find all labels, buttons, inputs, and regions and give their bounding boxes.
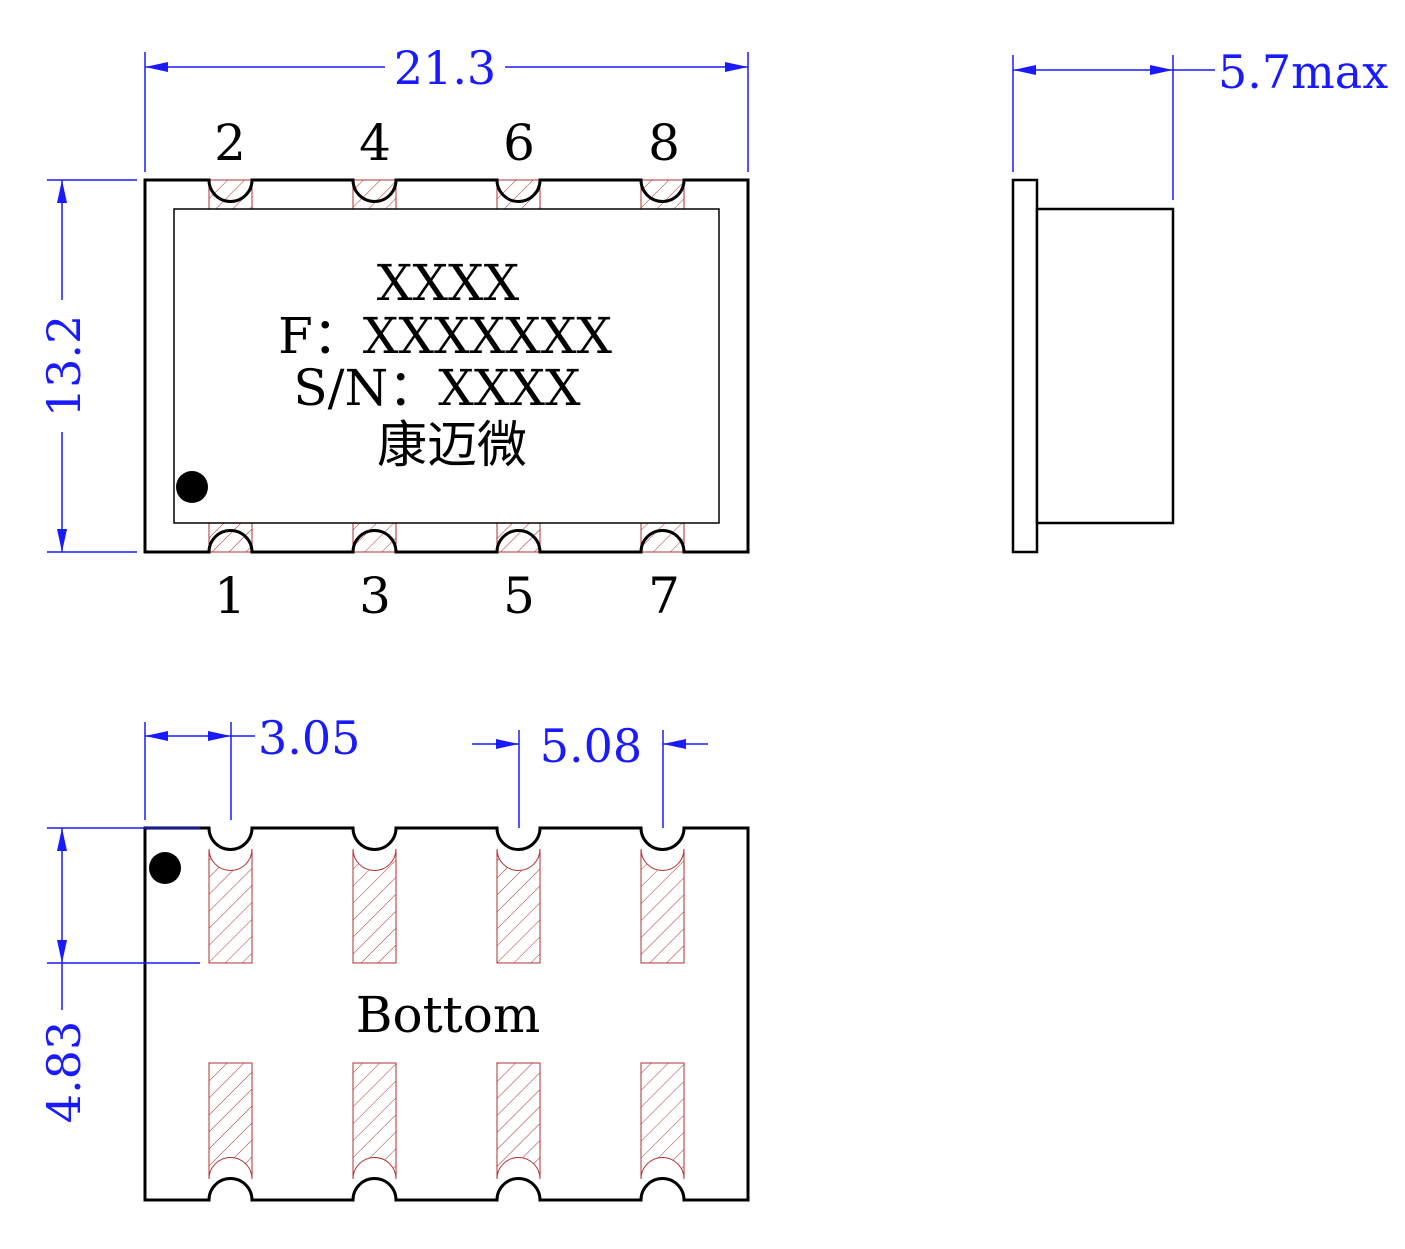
dimension-width: 21.3 — [144, 41, 749, 172]
top-view: XXXX F：XXXXXXX S/N：XXXX 康迈微 2 4 6 8 1 3 … — [37, 41, 750, 625]
side-lid — [1035, 207, 1175, 525]
dimension-pin1-offset: 3.05 — [144, 711, 360, 820]
pin-label-7: 7 — [648, 567, 680, 625]
bottom-pad-top-4 — [640, 848, 685, 964]
pin1-marker-dot — [176, 471, 208, 503]
bottom-pad-bottom-4 — [640, 1062, 685, 1180]
pin-label-5: 5 — [503, 567, 535, 625]
dimension-pin1-offset-label: 3.05 — [258, 711, 360, 765]
bottom-pad-top-1 — [208, 848, 253, 964]
side-base — [1011, 178, 1039, 554]
pin-label-2: 2 — [214, 114, 246, 172]
top-view-outline — [143, 178, 750, 554]
bottom-pad-top-3 — [496, 848, 541, 964]
pin-label-6: 6 — [503, 114, 535, 172]
bottom-view: Bottom 3.05 5.08 4.83 — [37, 711, 750, 1202]
marking-line3: S/N：XXXX — [293, 359, 581, 417]
pin-label-1: 1 — [214, 567, 246, 625]
pin-label-8: 8 — [648, 114, 680, 172]
bottom-pin1-marker-dot — [149, 852, 181, 884]
pin-label-3: 3 — [359, 567, 391, 625]
lid-outline — [173, 208, 720, 524]
bottom-view-label: Bottom — [356, 986, 541, 1044]
bottom-pad-bottom-2 — [352, 1062, 397, 1180]
bottom-view-outline — [143, 826, 750, 1202]
pin-label-4: 4 — [359, 114, 391, 172]
dimension-width-label: 21.3 — [394, 41, 496, 95]
dimension-height-label: 13.2 — [37, 315, 91, 417]
marking-line1: XXXX — [377, 254, 520, 312]
dimension-pitch: 5.08 — [472, 719, 708, 828]
bottom-pad-bottom-1 — [208, 1062, 253, 1180]
dimension-pitch-label: 5.08 — [540, 719, 642, 773]
dimension-thickness-label: 5.7max — [1218, 45, 1388, 99]
marking-line4: 康迈微 — [377, 416, 527, 474]
marking-line2: F：XXXXXXX — [278, 307, 612, 365]
bottom-pad-bottom-3 — [496, 1062, 541, 1180]
side-view: 5.7max — [1011, 45, 1388, 554]
dimension-height: 13.2 — [37, 179, 137, 553]
dimension-pad-length: 4.83 — [37, 827, 200, 1123]
bottom-pad-top-2 — [352, 848, 397, 964]
dimension-thickness: 5.7max — [1012, 45, 1388, 200]
dimension-pad-length-label: 4.83 — [37, 1021, 91, 1123]
